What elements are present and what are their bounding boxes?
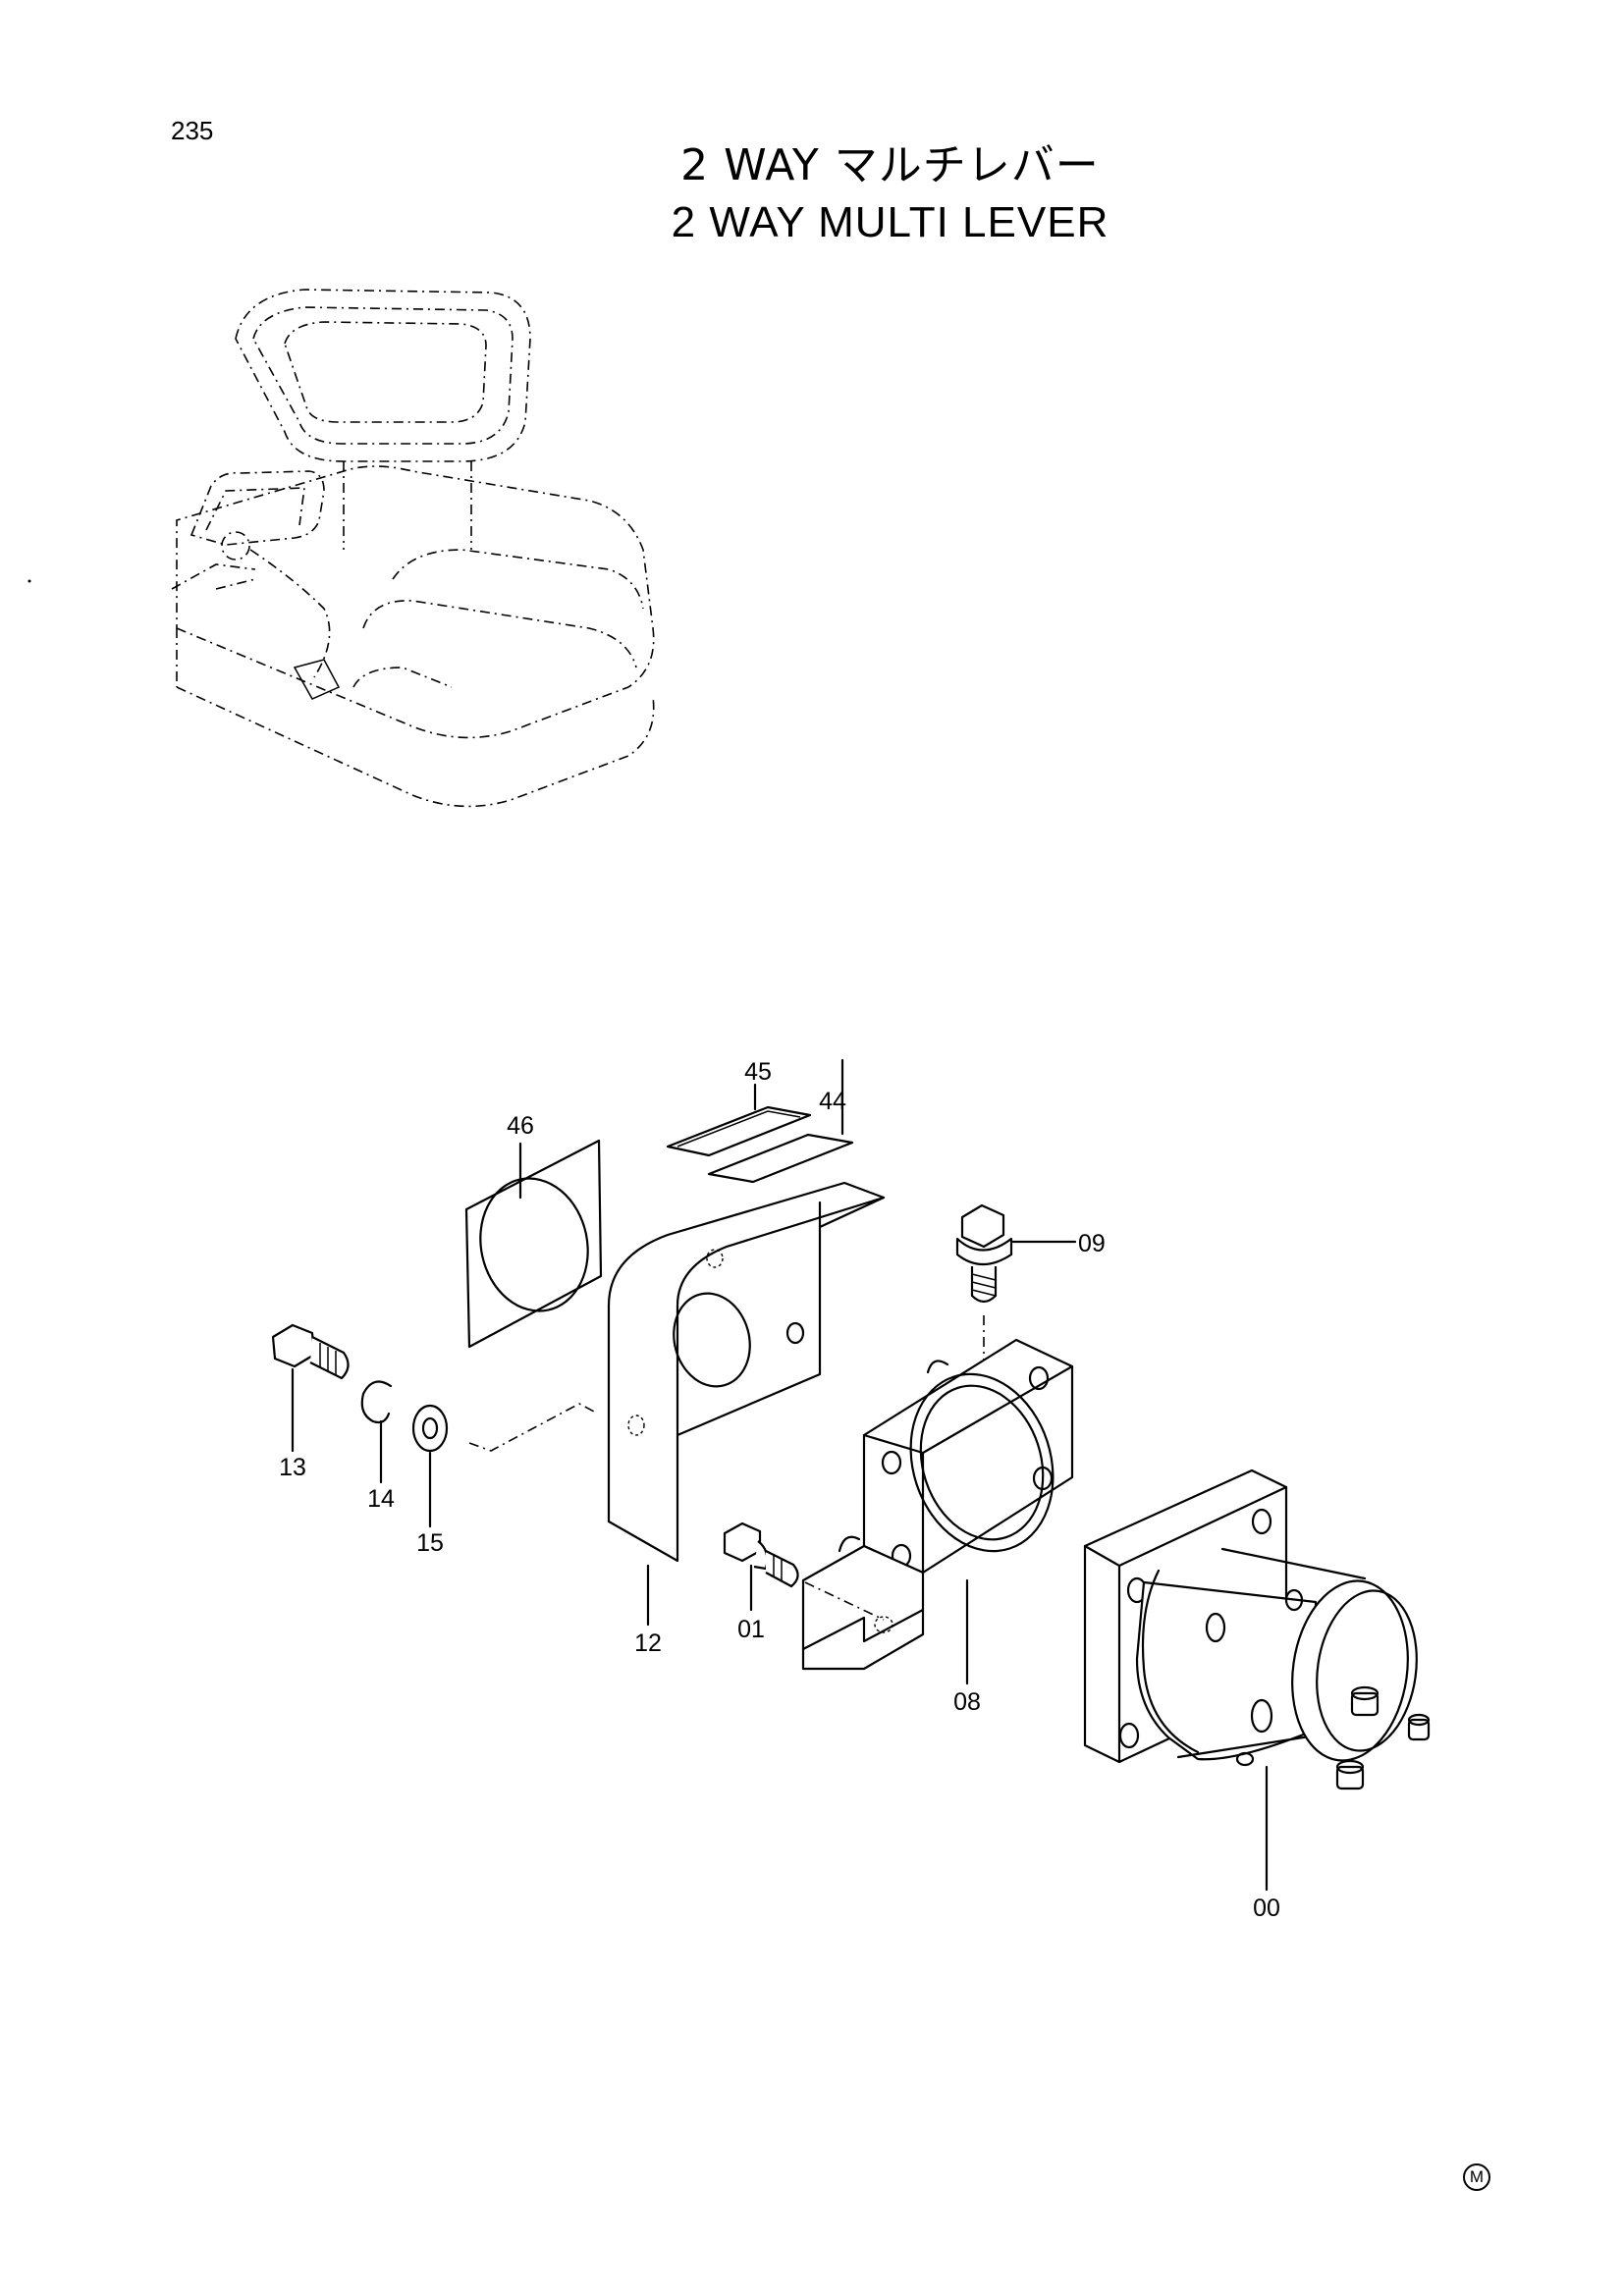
callout-44: 44 xyxy=(819,1088,846,1115)
callout-08: 08 xyxy=(953,1688,981,1716)
callout-09: 09 xyxy=(1078,1230,1106,1257)
part-09-bolt xyxy=(955,1203,1077,1374)
margin-dot xyxy=(27,579,31,583)
part-14-snap-ring xyxy=(360,1380,393,1484)
part-01-bolt xyxy=(723,1522,885,1621)
part-13-bolt xyxy=(271,1323,350,1453)
callout-01: 01 xyxy=(737,1616,765,1643)
callout-45: 45 xyxy=(744,1058,772,1086)
m-mark-symbol: M xyxy=(1463,2163,1490,2191)
callout-15: 15 xyxy=(416,1529,444,1557)
title-japanese: 2 WAY マルチレバー xyxy=(680,140,1100,190)
part-44-decal xyxy=(707,1058,854,1184)
callout-46: 46 xyxy=(507,1112,534,1140)
callout-00: 00 xyxy=(1253,1895,1280,1922)
callout-14: 14 xyxy=(367,1485,395,1513)
page-number: 235 xyxy=(171,116,214,145)
diagram-title: 2 WAY マルチレバー 2 WAY MULTI LEVER xyxy=(0,137,1623,251)
part-00-switch xyxy=(1083,1468,1431,1892)
part-46-gasket xyxy=(464,1139,603,1349)
part-08-bracket-plate xyxy=(801,1338,1074,1685)
part-45-decal xyxy=(666,1083,812,1157)
seat-overview-illustration xyxy=(171,289,655,808)
callout-12: 12 xyxy=(634,1629,662,1657)
part-12-bracket xyxy=(607,1181,886,1627)
assembly-axis-13 xyxy=(468,1403,595,1452)
part-15-washer xyxy=(411,1404,449,1528)
title-english: 2 WAY MULTI LEVER xyxy=(671,198,1109,246)
callout-13: 13 xyxy=(279,1454,306,1481)
